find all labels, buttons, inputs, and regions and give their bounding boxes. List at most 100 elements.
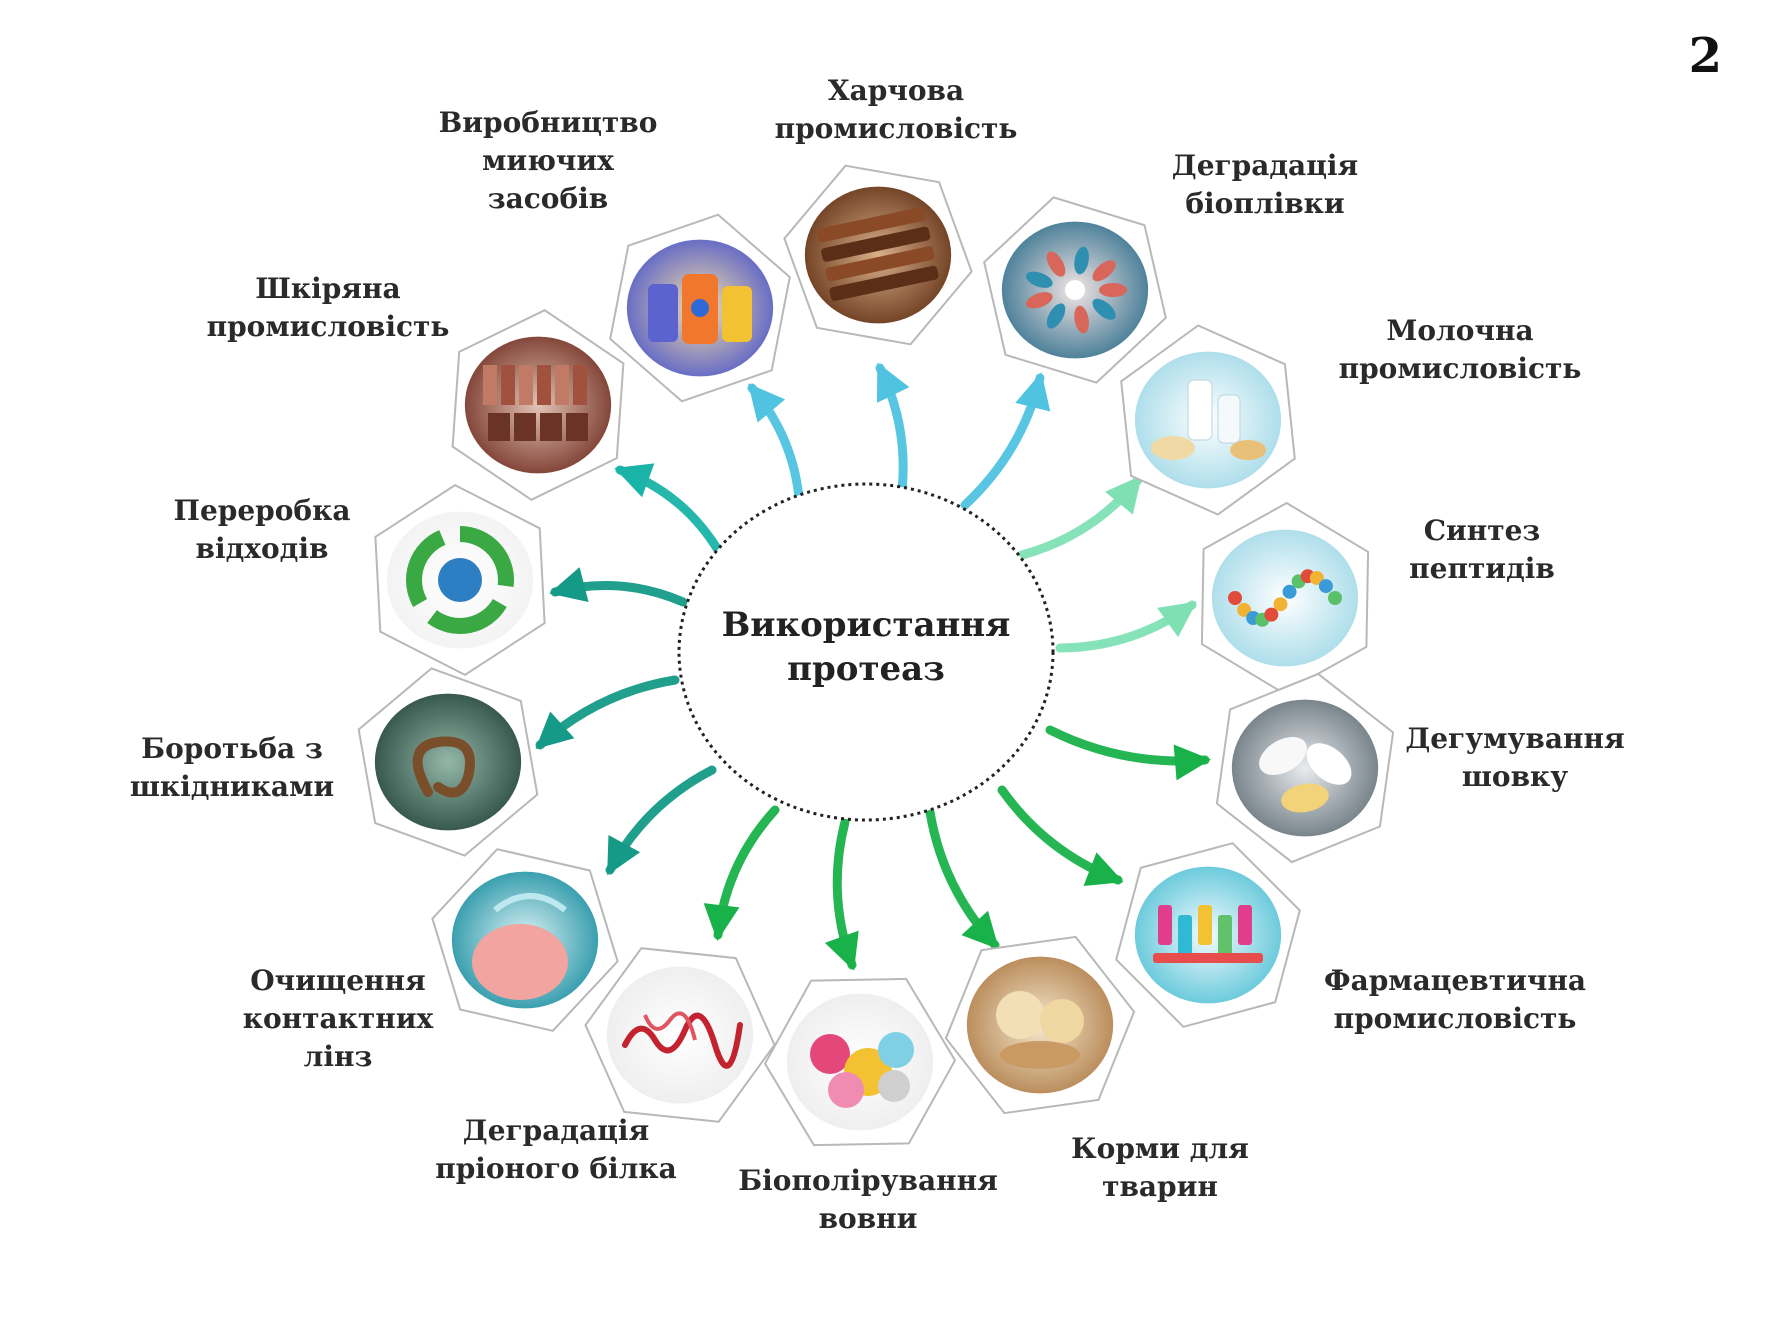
label-waste: Переробка відходів [174,494,351,565]
card-silk [1215,672,1395,864]
arrow-head [1173,744,1211,781]
arrow-head [876,362,910,403]
arrow-head [1015,372,1051,412]
label-detergents: Виробництво миючих засобів [439,106,658,215]
center-node: Використання протеаз [677,482,1055,822]
card-wool [763,977,957,1147]
label-pharma: Фармацевтична промисловість [1324,964,1586,1035]
arrows-layer [535,362,1211,971]
label-line: Виробництво [439,106,658,139]
card-waste [374,483,546,677]
label-line: Деградація [463,1114,649,1147]
leather-icon [464,336,612,474]
application-cards [357,164,1395,1147]
label-line: Боротьба з [141,732,323,765]
arrow-feed [925,807,1000,950]
label-line: Деградація [1172,149,1358,182]
peptide-chain-icon [1211,529,1359,667]
arrow-food [875,362,910,510]
card-leather [451,309,625,501]
wool-balls-icon [786,993,934,1131]
label-line: Біополірування [738,1164,998,1197]
arrow-biofilm [960,372,1051,510]
arrow-head [549,567,589,602]
label-line: Переробка [174,494,351,527]
card-peptides [1200,501,1370,695]
card-food [783,164,973,346]
arrow-head [961,910,1000,950]
label-silk: Дегумування шовку [1405,722,1624,793]
label-line: тварин [1102,1170,1218,1203]
arrow-dairy [1017,475,1143,560]
label-line: біоплівки [1185,187,1344,220]
label-line: пріоного білка [435,1152,677,1185]
label-pests: Боротьба з шкідниками [130,732,334,803]
recycle-icon [386,511,534,649]
arrow-wool [824,817,859,971]
label-line: відходів [196,532,329,565]
arrow-pests [535,675,680,750]
label-line: Дегумування [1405,722,1624,755]
card-prion [584,947,776,1123]
card-biofilm [983,196,1167,384]
arrow-head [748,383,786,423]
contact-lens-icon [451,871,599,1009]
label-food: Харчова промисловість [775,74,1018,145]
center-label-line1: Використання [722,605,1011,645]
label-line: Фармацевтична [1324,964,1586,997]
label-feed: Корми для тварин [1071,1132,1249,1203]
label-line: промисловість [207,310,450,343]
label-line: пептидів [1409,552,1555,585]
arrow-leather [614,463,723,555]
slide-number: 2 [1689,28,1722,84]
center-label-line2: протеаз [787,649,945,689]
label-line: Корми для [1071,1132,1249,1165]
prion-protein-icon [606,966,754,1104]
label-prion: Деградація пріоного білка [435,1114,677,1185]
label-line: промисловість [775,112,1018,145]
arrow-pharma [997,785,1124,886]
label-line: Молочна [1386,314,1533,347]
arrow-detergents [747,383,805,515]
biofilm-icon [1001,221,1149,359]
chicks-feed-icon [966,956,1114,1094]
label-line: шовку [1462,760,1568,793]
label-line: засобів [488,182,609,215]
arrow-head [703,903,740,941]
pharmaceutical-icon [1134,866,1282,1004]
label-wool: Біополірування вовни [738,1164,998,1235]
label-line: промисловість [1339,352,1582,385]
label-line: вовни [819,1202,918,1235]
arrow-head [607,835,641,876]
label-leather: Шкіряна промисловість [207,272,450,343]
label-biofilm: Деградація біоплівки [1172,149,1358,220]
card-detergents [609,213,791,403]
arrow-peptides [1055,600,1197,653]
label-line: контактних [243,1002,434,1035]
center-circle [677,482,1055,822]
label-line: Синтез [1424,514,1541,547]
detergent-bottles-icon [626,239,774,377]
label-line: Шкіряна [255,272,400,305]
arrow-waste [549,567,688,607]
label-line: шкідниками [130,770,334,803]
label-line: Харчова [828,74,964,107]
arrow-prion [703,805,780,941]
arrow-head [614,463,655,498]
nematode-icon [374,693,522,831]
card-feed [944,935,1136,1115]
arrow-head [1083,852,1124,886]
arrow-head [535,711,575,750]
label-line: промисловість [1334,1002,1577,1035]
milk-products-icon [1134,351,1282,489]
card-pharma [1115,842,1301,1028]
label-dairy: Молочна промисловість [1339,314,1582,385]
card-dairy [1120,324,1296,516]
label-line: Очищення [250,964,425,997]
arrow-lenses [605,765,717,876]
label-line: миючих [482,144,614,177]
silk-cocoon-icon [1231,699,1379,837]
arrow-head [1157,601,1197,638]
